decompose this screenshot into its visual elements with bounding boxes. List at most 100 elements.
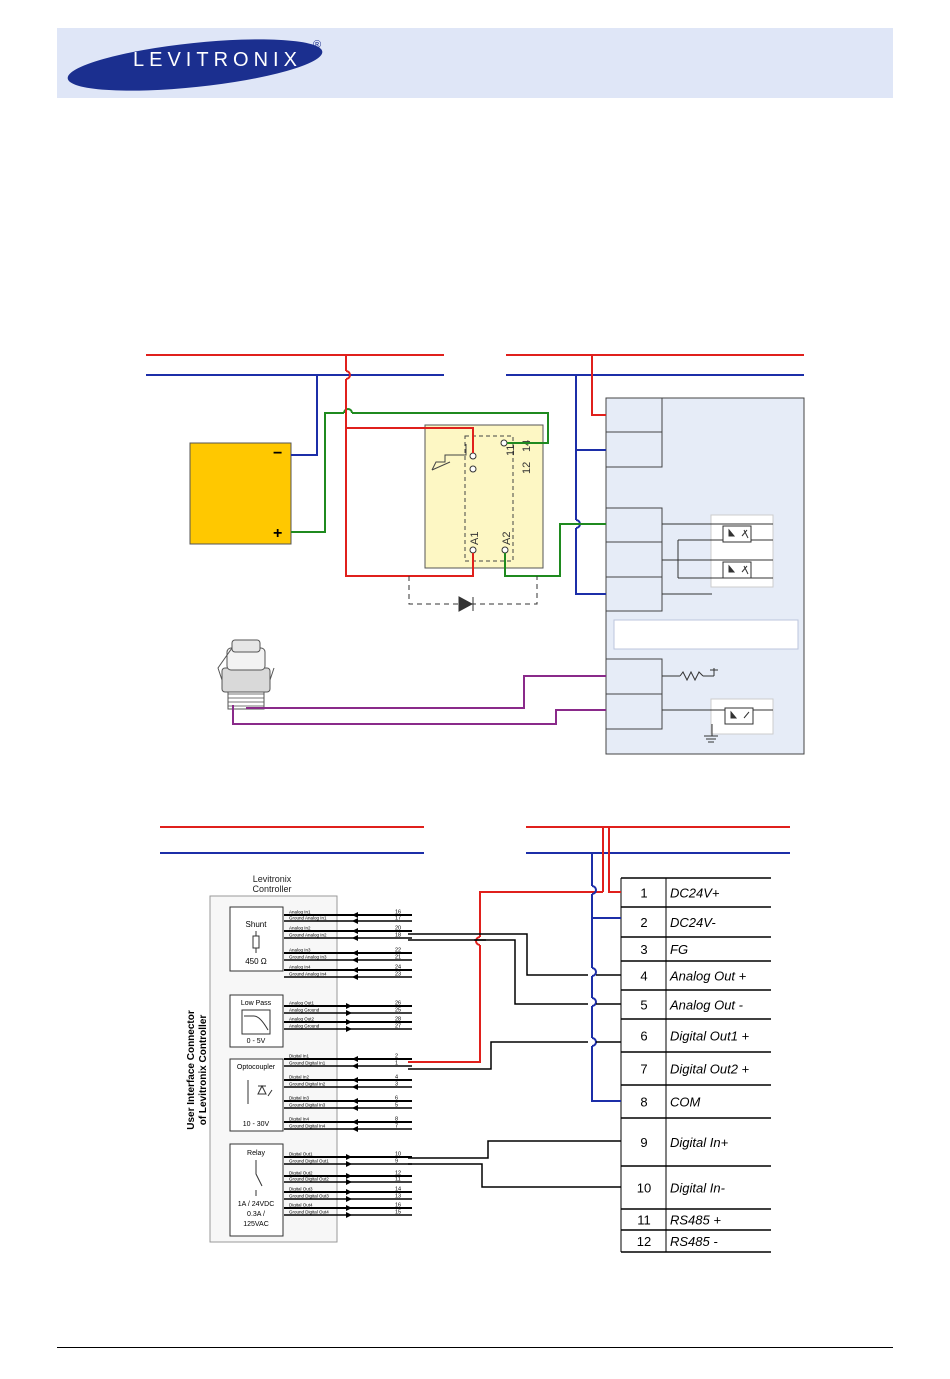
terminal-number: 10 [637,1181,651,1196]
signal-label: Digital In4 [289,1117,310,1122]
signal-pin: 13 [395,1194,401,1200]
signal-arrow [346,1010,352,1016]
terminal-number: 5 [640,998,647,1013]
terminal-number: 1 [640,886,647,901]
signal-label: Ground Digital In3 [289,1103,326,1108]
signal-pin: 15 [395,1210,401,1216]
relay-switch-icon [431,444,467,471]
signal-arrow [352,1105,358,1111]
signal-arrow [346,1189,352,1195]
terminal-name: DC24V+ [670,886,720,901]
signal-arrow [346,1212,352,1218]
relay-title: Relay [247,1150,265,1157]
signal-arrow [352,918,358,924]
device-label-strip [613,619,799,650]
signal-label: Ground Analog In3 [289,955,327,960]
signal-pin: 17 [395,916,401,922]
terminal-name: COM [670,1095,701,1110]
terminal-number: 9 [640,1135,647,1150]
signal-arrow [352,928,358,934]
signal-pin: 3 [395,1082,398,1088]
signal-pin: 6 [395,1096,398,1102]
relay-spec-1: 1A / 24VDC [238,1201,275,1208]
relay-contacts [469,439,509,554]
signal-arrow [346,1019,352,1025]
sensor-wires [232,675,606,725]
signal-pin: 12 [395,1171,401,1177]
signal-label: Ground Analog In2 [289,933,327,938]
signal-label: Analog Ground [289,1024,320,1029]
signal-label: Digital Out3 [289,1187,313,1192]
signal-pin: 27 [395,1024,401,1030]
signal-pin: 20 [395,926,401,932]
lowpass-value: 0 - 5V [247,1038,266,1045]
device-terminals [605,397,663,730]
controller-title-line1: Levitronix [253,874,292,884]
signal-label: Analog In2 [289,926,311,931]
optocoupler-icon [662,514,774,595]
terminal-name: Digital In- [670,1181,726,1196]
signal-arrow [352,1098,358,1104]
psu-minus-label: − [273,445,282,462]
signal-label: Digital Out1 [289,1152,313,1157]
lowpass-block: Low Pass 0 - 5V [229,994,284,1048]
signal-pin: 26 [395,1001,401,1007]
terminal-name: DC24V- [670,915,716,930]
optocoupler-icon [662,698,774,736]
relay-pin-a1: A1 [469,532,481,545]
signal-pin: 9 [395,1159,398,1165]
signal-label: Analog Out2 [289,1017,315,1022]
optocoupler-icon [247,1080,273,1104]
signal-arrow [346,1003,352,1009]
shunt-block: Shunt 450 Ω [229,906,284,972]
signal-pin: 10 [395,1152,401,1158]
signal-pin: 18 [395,933,401,939]
relay-coil-outline [464,435,514,562]
signal-pin: 4 [395,1075,398,1081]
power-supply-box [189,442,292,545]
signal-label: Digital In1 [289,1054,310,1059]
terminal-number: 12 [637,1234,651,1249]
signal-pin: 28 [395,1017,401,1023]
signal-arrow [346,1026,352,1032]
signal-pin: 7 [395,1124,398,1130]
signal-label: Ground Digital Out3 [289,1194,329,1199]
signal-pin: 23 [395,972,401,978]
capacitive-sensor-icon [217,639,275,710]
optocoupler-title: Optocoupler [237,1064,276,1071]
signal-arrow [352,1063,358,1069]
terminal-name: RS485 - [670,1234,718,1249]
signal-pin: 14 [395,1187,401,1193]
signal-pin: 5 [395,1103,398,1109]
signal-arrow [346,1154,352,1160]
controller-side-label-1: User Interface Connector [186,1010,197,1130]
signal-pin: 24 [395,965,401,971]
shunt-value: 450 Ω [245,957,267,966]
signal-pin: 11 [395,1177,401,1183]
signal-label: Ground Digital In1 [289,1061,326,1066]
signal-arrow [352,1056,358,1062]
relay-box [424,424,544,569]
terminal-name: Digital In+ [670,1135,729,1150]
terminal-name: RS485 + [670,1213,721,1228]
terminal-number: 4 [640,969,647,984]
brand-logo: LEVITRONIX ® [67,39,323,91]
signal-label: Ground Digital In4 [289,1124,326,1129]
ground-icon [704,735,718,743]
logo-ellipse-icon [67,39,323,91]
signal-pin: 16 [395,910,401,916]
diode-icon [408,576,538,612]
signal-wires-bottom [408,933,621,1188]
relay-block: Relay 1A / 24VDC 0.3A / 125VAC [229,1143,284,1237]
relay-spec-2: 0.3A / [247,1211,265,1218]
terminal-name: Digital Out1 + [670,1029,750,1044]
terminal-number: 8 [640,1095,647,1110]
controller-side-label-2: of Levitronix Controller [198,1015,209,1126]
signal-label: Ground Digital Out4 [289,1210,329,1215]
controller-title-line2: Controller [252,884,291,894]
signal-arrow [352,950,358,956]
relay-pin-12: 12 [521,462,533,474]
signal-arrow [346,1196,352,1202]
terminal-number: 3 [640,942,647,957]
